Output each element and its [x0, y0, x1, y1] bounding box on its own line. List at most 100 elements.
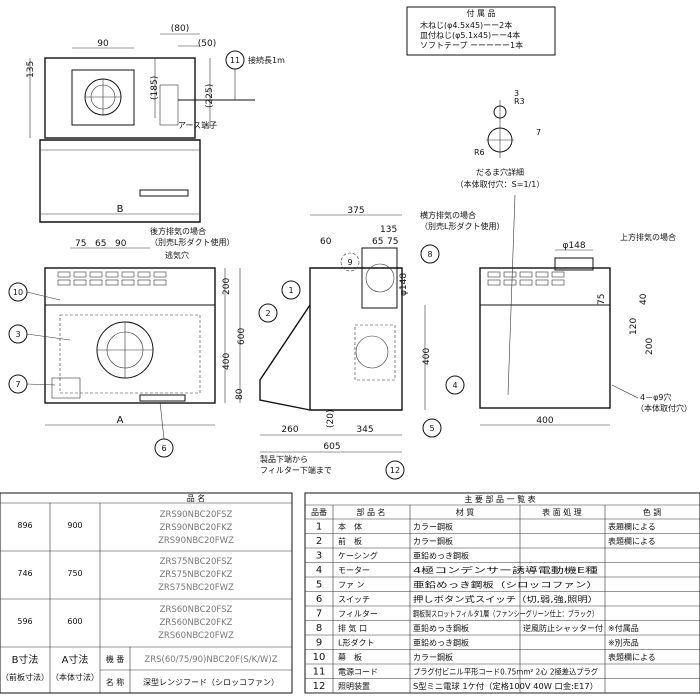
model-table: 品 名 896 900 ZRS90NBC20FSZ ZRS90NBC20FKZ …	[0, 492, 293, 694]
model-code: ZRS60NBC20FWZ	[158, 631, 234, 641]
dim-label: (20)	[326, 410, 336, 428]
part-number: 5	[316, 580, 322, 591]
dim-label: 75	[387, 237, 398, 247]
parts-header: 材 質	[456, 507, 475, 517]
dim-label: 135	[26, 61, 36, 78]
part-number: 6	[316, 594, 322, 605]
b-sub: （前板寸法）	[1, 672, 49, 682]
dim-label: 200	[645, 338, 655, 355]
parts-title: 主 要 部 品 一 覧 表	[464, 494, 535, 504]
part-name: 本 体	[338, 522, 362, 532]
rear-exhaust-label: 後方排気の場合	[150, 226, 206, 236]
dim-label: (80)	[171, 24, 189, 34]
part-color: 表題欄による	[608, 536, 656, 546]
part-finish: 逆風防止シャッター付	[523, 623, 603, 633]
parts-table: 主 要 部 品 一 覧 表 品番 部 品 名 材 質 表 面 処 理 色 調 1…	[304, 492, 700, 694]
part-color: ※付属品	[608, 623, 639, 633]
dim-label: 120	[629, 318, 639, 335]
dim-label: 75	[597, 294, 607, 305]
parts-header: 部 品 名	[356, 507, 385, 517]
detail-dim: R6	[474, 148, 485, 157]
dim-label: 200	[222, 278, 232, 295]
b-dim-value: 596	[17, 617, 32, 626]
b-label: B寸法	[12, 653, 39, 666]
dim-label: (185)	[150, 76, 160, 100]
model-code: ZRS90NBC20FKZ	[159, 523, 232, 533]
detail-title: だるま穴詳細	[476, 167, 524, 177]
accessories-box: 付 属 品 木ねじ(φ4.5x45)ーー2本 皿付ねじ(φ5.1x45)ーー4本…	[406, 6, 556, 56]
b-dim-value: 896	[17, 521, 32, 530]
dim-label: 260	[281, 425, 298, 435]
model-code: ZRS60NBC20FKZ	[159, 618, 232, 628]
a-dim-value: 900	[67, 521, 82, 530]
front-top-view: 90 (80) (50) 135 (185) (225) B 11 接続長1m …	[26, 24, 285, 223]
parts-header: 色 調	[643, 507, 662, 517]
model-code: ZRS75NBC20FSZ	[160, 557, 233, 567]
callout-number: 3	[15, 330, 20, 339]
dim-label: A	[117, 415, 124, 426]
a-label: A寸法	[62, 653, 89, 666]
dim-label: (50)	[198, 39, 216, 49]
part-color: ※別売品	[608, 638, 639, 648]
part-material: カラー鋼板	[413, 522, 453, 532]
a-dim-value: 750	[67, 569, 82, 578]
model-code: ZRS75NBC20FKZ	[159, 570, 232, 580]
detail-dim: 7	[536, 128, 541, 137]
part-name: フィルター	[338, 610, 378, 619]
accessories-title: 付 属 品	[466, 8, 495, 18]
elevation-side: 375 60 135 65 75 φ148 400 260 (20) 345 6…	[235, 206, 504, 480]
dim-label: 400	[222, 353, 232, 370]
kiban-label: 機 番	[106, 654, 125, 664]
part-number: 1	[316, 522, 322, 533]
part-material: 鋼板製スロットフィルタ1層（ファンシーグリーン仕上：ブラック）	[413, 609, 598, 619]
keyhole-detail: R3 R6 7 3 だるま穴詳細 （本体取付穴：S=1/1）	[456, 89, 544, 396]
exhaust-hole-label: 逃気穴	[165, 250, 189, 260]
part-name: 幕 板	[338, 652, 362, 662]
filter-note: 製品下端から	[260, 454, 308, 464]
parts-header: 品番	[311, 507, 327, 517]
part-color: 表題欄による	[608, 522, 656, 532]
dim-label: 80	[235, 388, 245, 400]
meisho-label: 名 称	[106, 677, 125, 687]
part-name: ファ ン	[338, 581, 365, 590]
callout-number: 1	[288, 286, 293, 295]
dim-label: 65	[372, 237, 383, 247]
part-name: ケーシング	[338, 551, 378, 561]
earth-label: アース端子	[178, 120, 217, 130]
part-material: 亜鉛めっき鋼板	[413, 638, 469, 648]
callout-number: 2	[265, 309, 270, 318]
dim-label: φ148	[399, 273, 409, 296]
dim-label: 135	[380, 225, 397, 235]
part-material: 押しボタン式スイッチ（切,弱,強,照明）	[413, 594, 598, 604]
accessory-item: 木ねじ(φ4.5x45)ーー2本	[420, 20, 512, 30]
dim-label: 40	[639, 293, 649, 305]
detail-dim: 3	[514, 89, 519, 98]
part-number: 3	[316, 551, 322, 562]
callout-number: 9	[347, 258, 352, 267]
holes-label: 4－φ9穴	[640, 392, 671, 402]
part-number: 10	[313, 652, 326, 663]
callout-number: 10	[13, 288, 23, 297]
dim-label: B	[117, 204, 124, 215]
holes-sub: （本体取付穴）	[636, 403, 692, 413]
callout-number: 12	[390, 466, 400, 475]
a-dim-value: 600	[67, 617, 82, 626]
b-dim-value: 746	[17, 569, 32, 578]
model-code: ZRS90NBC20FSZ	[160, 510, 233, 520]
top-exhaust-label: 上方排気の場合	[620, 232, 676, 242]
part-name: L形ダクト	[338, 638, 374, 648]
callout-number: 4	[452, 381, 457, 390]
part-number: 11	[313, 667, 326, 678]
side-exhaust-sub: （別売L形ダクト使用）	[420, 221, 504, 231]
part-name: 照明装置	[338, 681, 370, 691]
part-material: 亜鉛めっき鋼板	[413, 551, 469, 561]
detail-dim: R3	[514, 97, 525, 106]
dim-label: 400	[422, 348, 432, 365]
rear-exhaust-sub: （別売L形ダクト使用）	[150, 237, 234, 247]
part-name: 前 板	[338, 536, 362, 546]
part-number: 2	[316, 536, 322, 547]
cord-label: 接続長1m	[248, 55, 285, 65]
dim-label: 600	[237, 328, 247, 345]
dim-label: 90	[115, 239, 127, 249]
